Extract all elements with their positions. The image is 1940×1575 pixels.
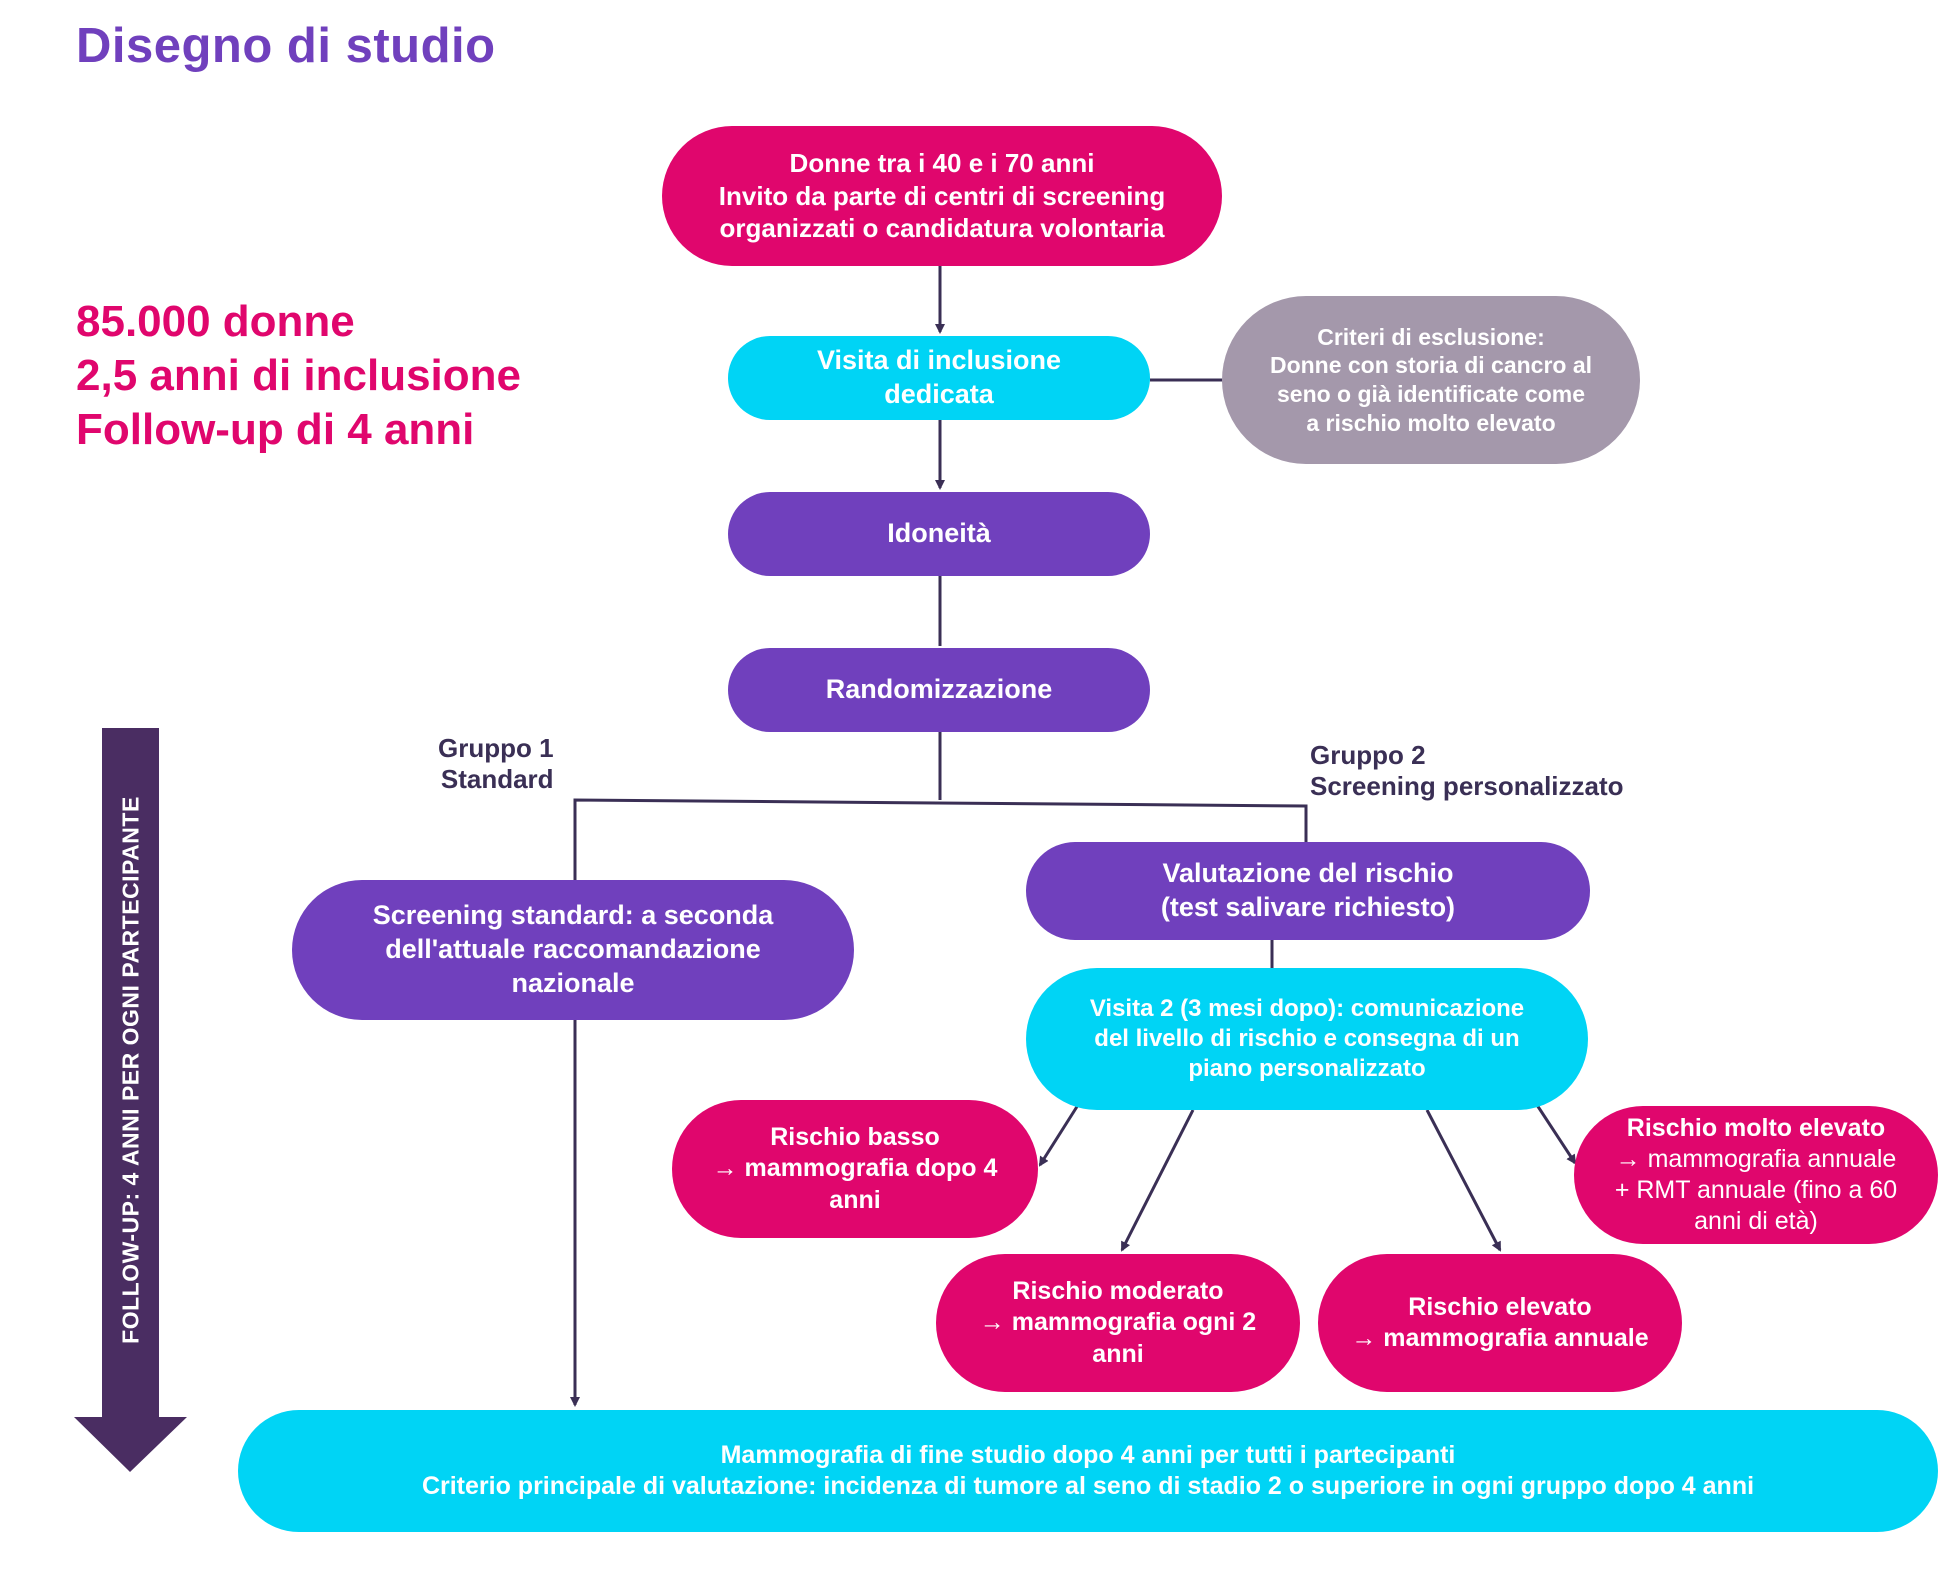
very-high-risk-node: Rischio molto elevato → mammografia annu… bbox=[1574, 1106, 1938, 1244]
end-of-study-node: Mammografia di fine studio dopo 4 anni p… bbox=[238, 1410, 1938, 1532]
eligibility-node: Idoneità bbox=[728, 492, 1150, 576]
high-risk-node: Rischio elevato → mammografia annuale bbox=[1318, 1254, 1682, 1392]
followup-label: FOLLOW-UP: 4 ANNI PER OGNI PARTECIPANTE bbox=[117, 796, 144, 1344]
arrow-visit2-to-very-high bbox=[1535, 1104, 1577, 1165]
stat-inclusion-period: 2,5 anni di inclusione bbox=[76, 351, 521, 400]
group1-label: Gruppo 1 Standard bbox=[438, 733, 554, 795]
risk-assessment-node: Valutazione del rischio (test salivare r… bbox=[1026, 842, 1590, 940]
moderate-risk-node: Rischio moderato → mammografia ogni 2 an… bbox=[936, 1254, 1300, 1392]
group2-label: Gruppo 2 Screening personalizzato bbox=[1310, 740, 1624, 802]
arrow-visit2-to-low bbox=[1038, 1104, 1080, 1167]
stat-participants: 85.000 donne bbox=[76, 297, 355, 346]
visit2-node: Visita 2 (3 mesi dopo): comunicazione de… bbox=[1026, 968, 1588, 1110]
arrow-visit2-to-high bbox=[1425, 1109, 1502, 1252]
exclusion-criteria-node: Criteri di esclusione: Donne con storia … bbox=[1222, 296, 1640, 464]
standard-screening-node: Screening standard: a seconda dell'attua… bbox=[292, 880, 854, 1020]
followup-arrow bbox=[74, 728, 187, 1472]
population-node: Donne tra i 40 e i 70 anni Invito da par… bbox=[662, 126, 1222, 266]
randomization-node: Randomizzazione bbox=[728, 648, 1150, 732]
inclusion-visit-node: Visita di inclusione dedicata bbox=[728, 336, 1150, 420]
line-split-groups bbox=[573, 798, 1308, 880]
study-stats: 85.000 donne 2,5 anni di inclusione Foll… bbox=[76, 295, 521, 457]
stat-followup: Follow-up di 4 anni bbox=[76, 405, 475, 454]
page-title: Disegno di studio bbox=[76, 19, 496, 73]
arrow-visit2-to-moderate bbox=[1120, 1109, 1195, 1252]
low-risk-node: Rischio basso → mammografia dopo 4 anni bbox=[672, 1100, 1038, 1238]
